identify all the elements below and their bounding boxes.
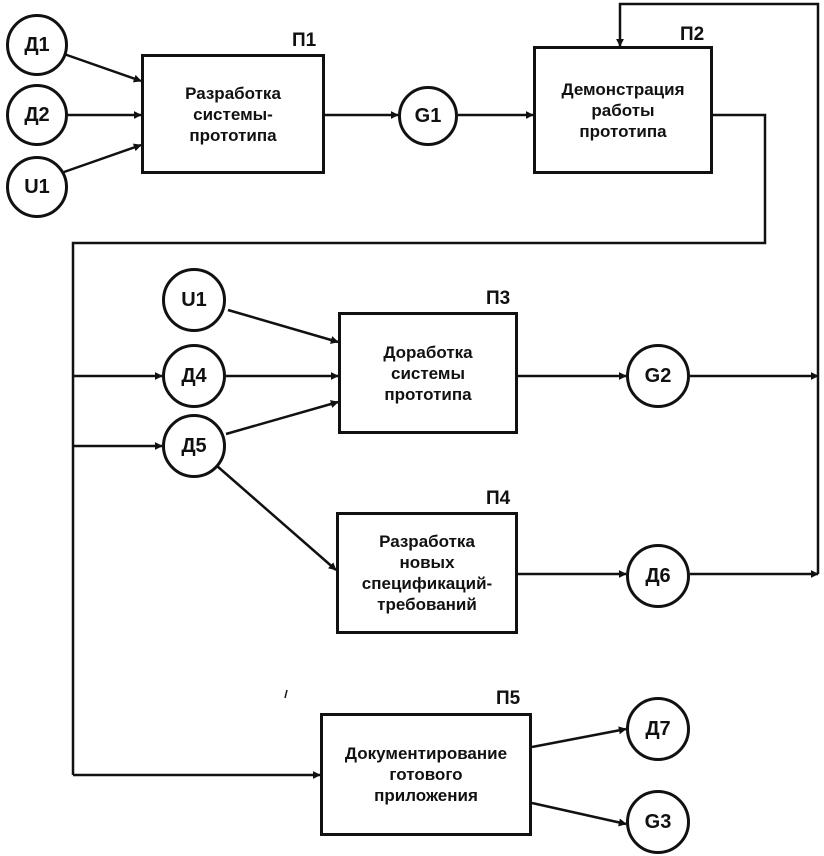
process-p2: Демонстрация работы прототипа — [533, 46, 713, 174]
arrow-d5-to-p3 — [225, 400, 339, 436]
process-label-p4: П4 — [486, 488, 511, 509]
arrow-d5-to-p4 — [216, 465, 337, 571]
node-u1-second: U1 — [162, 268, 226, 332]
node-d6: Д6 — [626, 544, 690, 608]
arrow-p5-to-g3 — [531, 801, 627, 827]
arrow-p5-to-d7 — [531, 726, 627, 749]
process-p4: Разработка новых спецификаций- требовани… — [336, 512, 518, 634]
node-u1-input: U1 — [6, 156, 68, 218]
node-d7: Д7 — [626, 697, 690, 761]
process-label-p3: П3 — [486, 288, 511, 309]
node-d5: Д5 — [162, 414, 226, 478]
node-d2: Д2 — [6, 84, 68, 146]
process-p5: Документирование готового приложения — [320, 713, 532, 836]
process-label-p5: П5 — [496, 688, 521, 709]
node-g1: G1 — [398, 86, 458, 146]
stray-mark — [284, 689, 288, 699]
node-g3: G3 — [626, 790, 690, 854]
process-p1: Разработка системы- прототипа — [141, 54, 325, 174]
process-label-p2: П2 — [680, 24, 705, 45]
process-p3: Доработка системы прототипа — [338, 312, 518, 434]
process-label-p1: П1 — [292, 30, 317, 51]
node-g2: G2 — [626, 344, 690, 408]
node-d1: Д1 — [6, 14, 68, 76]
line-p2-to-left-bus — [71, 113, 767, 775]
arrow-u1-to-p1 — [63, 143, 142, 174]
node-d4: Д4 — [162, 344, 226, 408]
feedback-line-to-p2 — [616, 2, 820, 574]
arrow-d1-to-p1 — [63, 52, 142, 83]
arrow-u1-to-p3 — [227, 308, 339, 344]
